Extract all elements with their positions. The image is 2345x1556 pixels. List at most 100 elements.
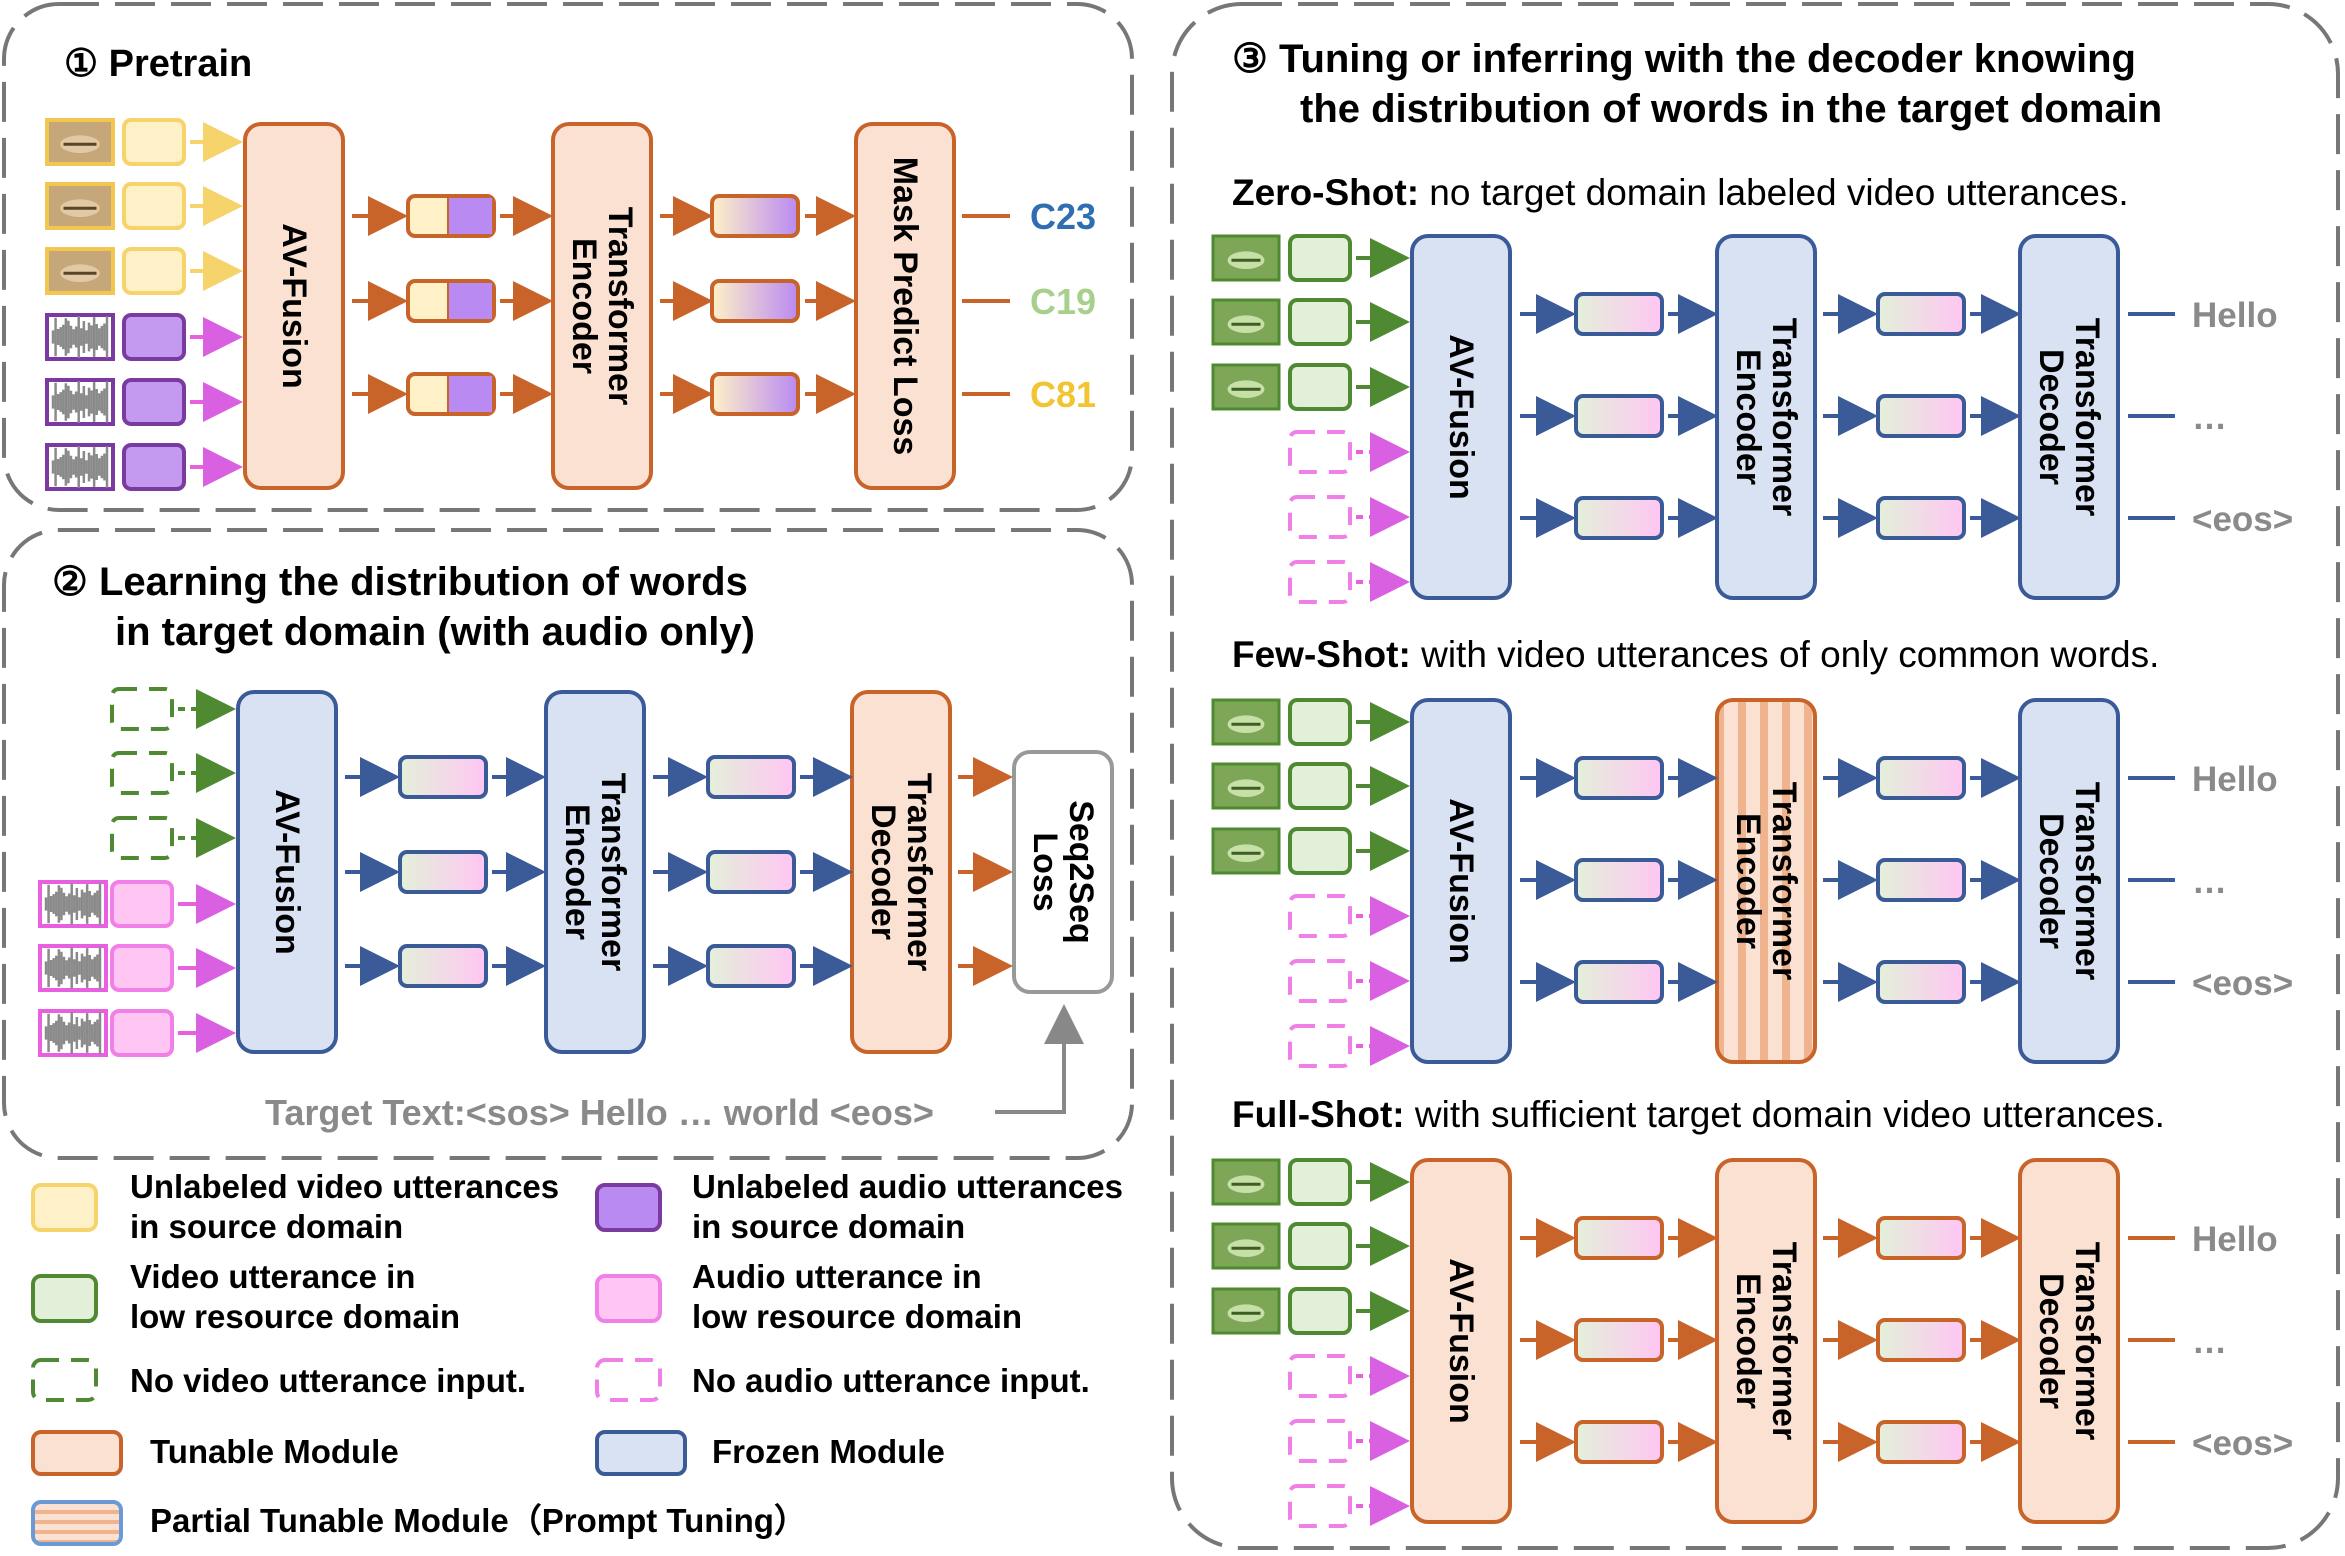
p2-av-fusion (236, 690, 338, 1054)
s1-video-feature-1 (1288, 762, 1352, 810)
s0-no-audio-5 (1288, 560, 1352, 604)
legend-no-video: No video utterance input. (130, 1362, 526, 1399)
legend-audio-low-line1: Audio utterance in (692, 1258, 982, 1295)
legend-partial: Partial Tunable Module（Prompt Tuning） (150, 1502, 807, 1539)
legend-tunable-swatch (31, 1430, 123, 1476)
legend-audio-low-swatch (595, 1274, 662, 1323)
s1-token-a-0 (1574, 756, 1664, 800)
p1-mask-predict-loss (854, 122, 956, 490)
p2-transformer-encoder-label-0: Transformer (594, 773, 632, 971)
p1-transformer-encoder (551, 122, 653, 490)
p2-no-video-1 (110, 751, 174, 795)
legend-audio-low-line2: low resource domain (692, 1298, 1022, 1335)
s1-token-a-2 (1574, 960, 1664, 1004)
s0-face-0 (1211, 234, 1281, 282)
s1-av-fusion (1410, 698, 1512, 1064)
legend-unlabeled-audio-line1: Unlabeled audio utterances (692, 1168, 1123, 1205)
p1-av-fusion (243, 122, 345, 490)
s0-transformer-encoder-label-0: Transformer (1765, 318, 1803, 516)
p2-seq2seq-loss-label-0: Seq2Seq (1062, 800, 1100, 944)
p2-transformer-decoder-label-1: Decoder (864, 804, 902, 940)
few-shot-heading: Few-Shot: with video utterances of only … (1232, 634, 2159, 675)
s2-face-0 (1211, 1158, 1281, 1206)
s2-token-b-1 (1876, 1318, 1966, 1362)
s2-output-2: <eos> (2192, 1424, 2293, 1463)
s1-output-1: … (2192, 862, 2227, 901)
s1-transformer-decoder-label-0: Transformer (2068, 782, 2106, 980)
p1-audio-wave-4 (45, 378, 115, 426)
s1-token-b-1 (1876, 858, 1966, 902)
p1-token-a-2-half (448, 376, 492, 412)
p2-audio-wave-3-signal (44, 883, 102, 925)
legend-partial-swatch (31, 1500, 123, 1546)
panel2-target-text: Target Text:<sos> Hello … world <eos> (265, 1092, 934, 1133)
p1-audio-feature-4 (122, 378, 186, 426)
s0-transformer-decoder-label-0: Transformer (2068, 318, 2106, 516)
s0-video-feature-0 (1288, 234, 1352, 282)
p2-no-video-0 (110, 687, 174, 731)
s2-face-2 (1211, 1287, 1281, 1335)
legend: Unlabeled video utterances in source dom… (31, 1168, 1123, 1546)
s1-transformer-decoder-label-1: Decoder (2032, 813, 2070, 949)
s1-output-2: <eos> (2192, 964, 2293, 1003)
p1-av-fusion-label-0: AV-Fusion (275, 223, 313, 389)
s0-token-b-0 (1876, 292, 1966, 336)
s2-transformer-decoder-label-0: Transformer (2068, 1242, 2106, 1440)
s1-transformer-encoder-label-1: Encoder (1729, 813, 1767, 949)
s0-output-1: … (2192, 398, 2227, 437)
s2-transformer-decoder-label-1: Decoder (2032, 1273, 2070, 1409)
s2-output-1: … (2192, 1322, 2227, 1361)
s0-face-1 (1211, 298, 1281, 346)
s1-face-0 (1211, 698, 1281, 746)
s0-no-audio-3 (1288, 430, 1352, 474)
s1-face-1 (1211, 762, 1281, 810)
s1-no-audio-4 (1288, 959, 1352, 1003)
p1-audio-feature-3 (122, 313, 186, 361)
panel3-frame (1170, 2, 2340, 1550)
legend-unlabeled-audio-line2: in source domain (692, 1208, 965, 1245)
p1-transformer-encoder-label-1: Encoder (565, 238, 603, 374)
p2-seq2seq-loss (1012, 750, 1114, 994)
s2-no-audio-5 (1288, 1484, 1352, 1528)
s2-transformer-encoder-label-1: Encoder (1729, 1273, 1767, 1409)
p2-token-a-1 (398, 850, 488, 894)
legend-unlabeled-video-swatch (31, 1183, 98, 1232)
legend-video-low-line1: Video utterance in (130, 1258, 415, 1295)
p2-audio-wave-4-signal (44, 947, 102, 989)
zero-shot-heading: Zero-Shot: no target domain labeled vide… (1232, 172, 2129, 213)
p1-video-feature-2 (122, 247, 186, 295)
s2-face-1 (1211, 1222, 1281, 1270)
p1-audio-wave-3-signal (51, 316, 109, 358)
legend-no-audio-swatch (595, 1358, 662, 1402)
p2-transformer-encoder (544, 690, 646, 1054)
legend-video-low-line2: low resource domain (130, 1298, 460, 1335)
s1-token-a-1 (1574, 858, 1664, 902)
p2-no-video-2 (110, 816, 174, 860)
p1-audio-wave-4-signal (51, 381, 109, 423)
p2-audio-feature-5 (110, 1009, 174, 1057)
s0-av-fusion (1410, 234, 1512, 600)
s1-output-0: Hello (2192, 760, 2278, 799)
p1-output-0: C23 (1030, 196, 1096, 237)
s0-video-feature-1 (1288, 298, 1352, 346)
s0-transformer-decoder-label-1: Decoder (2032, 349, 2070, 485)
p1-token-b-0 (710, 194, 800, 238)
s1-no-audio-3 (1288, 894, 1352, 938)
s2-output-0: Hello (2192, 1220, 2278, 1259)
p1-token-a-0 (406, 194, 496, 238)
s0-token-a-0 (1574, 292, 1664, 336)
s0-transformer-encoder-label-1: Encoder (1729, 349, 1767, 485)
p1-token-b-1 (710, 279, 800, 323)
p1-transformer-encoder-label-0: Transformer (601, 207, 639, 405)
p2-token-b-0 (706, 755, 796, 799)
p2-seq2seq-loss-label-1: Loss (1026, 832, 1064, 911)
s0-token-a-2 (1574, 496, 1664, 540)
p1-video-frame-1 (45, 182, 115, 230)
p1-video-frame-2 (45, 247, 115, 295)
p1-audio-feature-5 (122, 443, 186, 491)
legend-frozen: Frozen Module (712, 1433, 945, 1470)
p1-video-frame-0 (45, 118, 115, 166)
p2-audio-wave-4 (38, 944, 108, 992)
s0-output-2: <eos> (2192, 500, 2293, 539)
s0-no-audio-4 (1288, 495, 1352, 539)
